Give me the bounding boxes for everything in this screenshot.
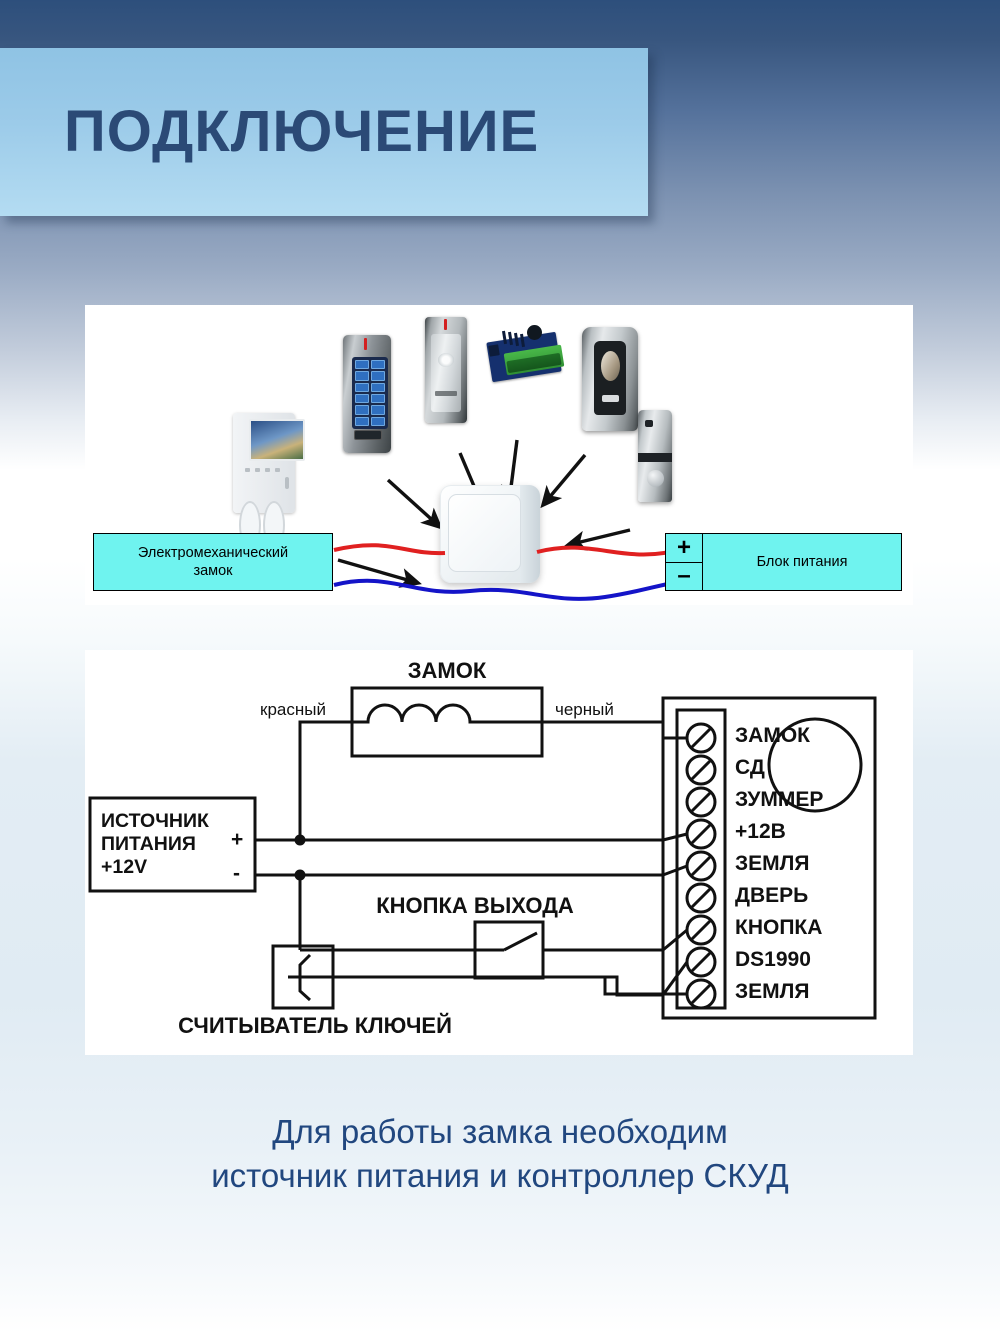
power-minus-terminal: – [677, 562, 691, 590]
device-fingerprint-reader [582, 327, 638, 431]
terminal-label: ЗЕМЛЯ [735, 980, 810, 1003]
label-power-supply: Блок питания [702, 533, 902, 591]
footer-caption: Для работы замка необходим источник пита… [0, 1110, 1000, 1197]
device-keypad-reader [343, 335, 391, 453]
terminal-label: СД [735, 756, 765, 779]
power-terminal-block: + – [665, 533, 703, 591]
terminal-label: ДВЕРЬ [735, 884, 809, 907]
power-source-minus: - [233, 862, 240, 885]
power-source-block: ИСТОЧНИК ПИТАНИЯ +12V [101, 810, 251, 879]
device-video-intercom [233, 413, 308, 561]
connection-overview-panel: Электромеханический замок + – Блок питан… [85, 305, 913, 605]
power-supply-label: Блок питания [756, 553, 848, 570]
terminal-label: КНОПКА [735, 916, 823, 939]
terminal-label: ЗУММЕР [735, 788, 824, 811]
power-source-line1: ИСТОЧНИК [101, 810, 209, 832]
lock-label-line2: замок [193, 563, 233, 579]
header-banner: ПОДКЛЮЧЕНИЕ [0, 48, 648, 216]
label-black-wire: черный [555, 700, 614, 719]
schematic-drawing [88, 686, 877, 1020]
label-electromechanical-lock: Электромеханический замок [93, 533, 333, 591]
device-call-panel [638, 410, 672, 502]
terminal-label: +12В [735, 820, 786, 843]
terminal-label: ЗАМОК [735, 724, 810, 747]
power-source-line3: +12V [101, 856, 148, 878]
device-card-reader [425, 317, 467, 423]
device-controller-board [486, 323, 565, 395]
lock-side [520, 485, 540, 583]
schematic-lock-title: ЗАМОК [407, 658, 487, 683]
exit-button-title: КНОПКА ВЫХОДА [376, 893, 574, 918]
power-plus-terminal: + [666, 534, 702, 563]
terminal-label: ЗЕМЛЯ [735, 852, 810, 875]
power-source-plus: + [231, 828, 244, 851]
caption-line-1: Для работы замка необходим [272, 1113, 728, 1150]
terminal-screws [685, 722, 717, 1010]
page-title: ПОДКЛЮЧЕНИЕ [64, 99, 540, 164]
key-reader-title: СЧИТЫВАТЕЛЬ КЛЮЧЕЙ [178, 1013, 452, 1038]
lock-label-line1: Электромеханический [137, 544, 289, 561]
label-red-wire: красный [260, 700, 326, 719]
terminal-label: DS1990 [735, 948, 811, 971]
device-electromechanical-lock [440, 485, 540, 583]
power-source-line2: ПИТАНИЯ [101, 833, 196, 855]
lock-face [448, 494, 521, 572]
caption-line-2: источник питания и контроллер СКУД [211, 1156, 789, 1194]
wiring-schematic-panel: ЗАМОК красный черный ИСТОЧНИК ПИТАНИЯ +1… [85, 650, 913, 1055]
